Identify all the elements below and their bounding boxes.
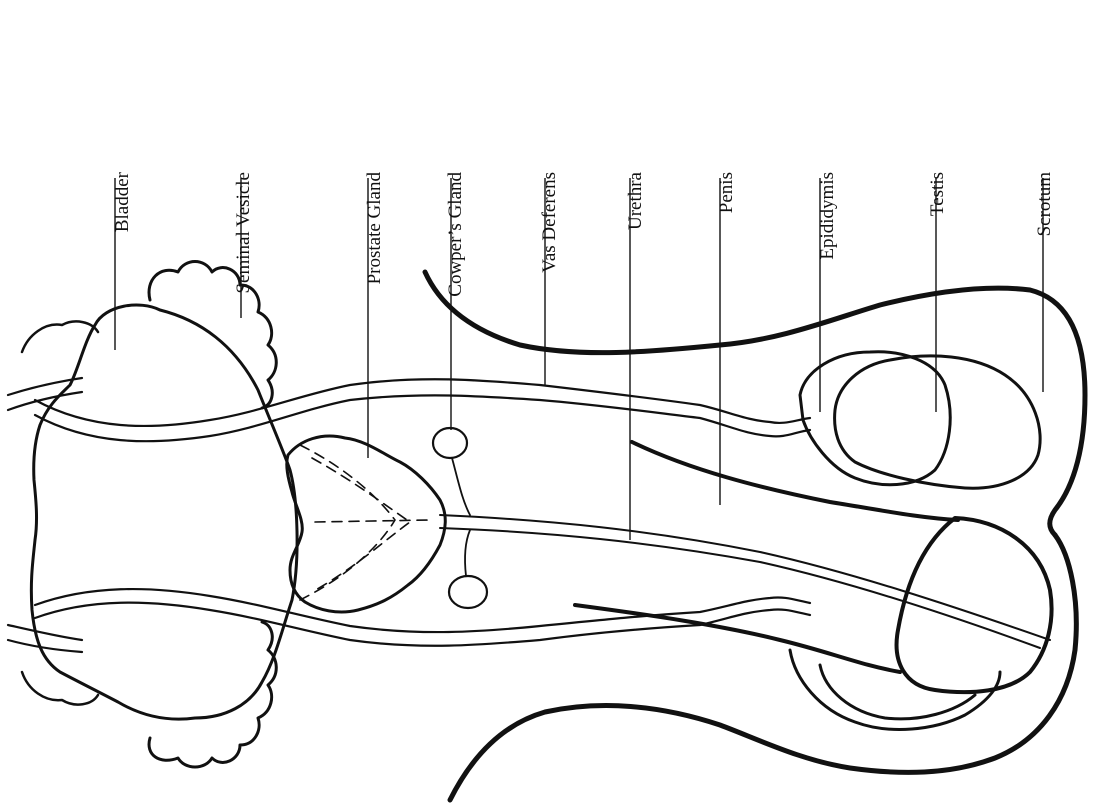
ejaculatory-duct-1 — [300, 445, 395, 600]
label-vas-deferens: Vas Deferens — [539, 172, 560, 273]
ureter-lower — [8, 625, 82, 652]
vas-deferens-upper — [35, 379, 810, 426]
seminal-vesicle-lower — [149, 622, 276, 767]
bladder-shape — [31, 305, 297, 719]
cowpers-gland-lower — [449, 576, 487, 608]
epididymis-upper — [800, 352, 950, 485]
scrotum-upper — [425, 272, 1085, 535]
scrotum-lower — [450, 535, 1076, 800]
cowpers-duct-upper — [452, 458, 470, 515]
label-prostate-gland: Prostate Gland — [364, 172, 385, 285]
ejaculatory-duct-2 — [312, 458, 410, 592]
label-cowpers-gland: Cowper’s Gland — [445, 172, 466, 297]
label-urethra: Urethra — [625, 171, 646, 230]
prostate-cross-duct — [315, 520, 430, 522]
prostate-shape — [287, 436, 445, 612]
label-penis: Penis — [716, 172, 737, 213]
penis-glans — [897, 518, 1052, 692]
cowpers-gland-upper — [433, 428, 467, 458]
label-scrotum: Scrotum — [1034, 172, 1055, 237]
vas-deferens-upper-inner — [35, 395, 810, 441]
bladder-bottom-lobe — [22, 672, 98, 705]
label-testis: Testis — [927, 172, 948, 216]
cowpers-duct-lower — [465, 530, 470, 576]
bladder-top-lobe — [22, 321, 98, 352]
label-group: Bladder Seminal Vesicle Prostate Gland C… — [112, 171, 1055, 296]
